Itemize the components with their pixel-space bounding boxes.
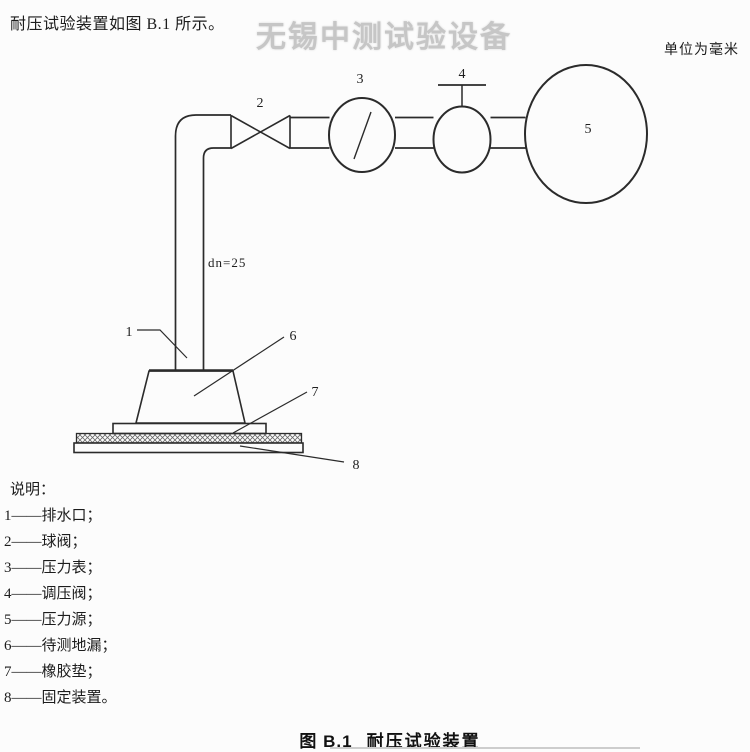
part-label-2: 2 (257, 96, 264, 111)
leader-line-7 (232, 391, 308, 434)
legend-item-4: 4——调压阀； (4, 586, 102, 602)
drain-flange (112, 422, 267, 435)
leader-lines (137, 329, 345, 463)
part-label-5: 5 (585, 122, 592, 137)
part-label-8: 8 (353, 458, 360, 473)
watermark-text: 无锡中测试验设备 (256, 21, 512, 54)
legend-item-3: 3——压力表； (4, 560, 102, 576)
legend-item-6: 6——待测地漏； (4, 638, 117, 654)
regulating-valve-icon (432, 84, 492, 174)
figure-number: 图 B.1 (299, 732, 353, 751)
legend-item-7: 7——橡胶垫； (4, 664, 102, 680)
legend-item-8: 8——固定装置。 (4, 690, 117, 706)
pipe-segment (395, 116, 434, 149)
floor-drain-body (134, 369, 247, 424)
rubber-pad (75, 432, 303, 444)
part-label-7: 7 (312, 385, 319, 400)
scan-artifact-line (330, 747, 640, 749)
legend: 说明： 1——排水口； 2——球阀； 3——压力表； 4——调压阀； 5——压力… (4, 477, 117, 711)
pipe-segment (290, 116, 330, 149)
pipe-size-label: dn=25 (208, 255, 246, 270)
legend-title: 说明： (10, 482, 56, 498)
pressure-source-icon (524, 64, 648, 204)
leader-line-1 (137, 329, 188, 359)
pressure-test-apparatus-diagram: 1 2 3 4 5 6 7 8 dn=25 (73, 64, 648, 473)
leader-line-8 (239, 445, 345, 463)
leader-line-6 (193, 336, 285, 397)
figure-title: 耐压试验装置 (366, 732, 481, 751)
legend-item-1: 1——排水口； (4, 508, 102, 524)
drain-pipe (174, 114, 231, 380)
figure-caption: 图 B.1 耐压试验装置 (0, 727, 750, 752)
legend-item-2: 2——球阀； (4, 534, 87, 550)
units-note: 单位为毫米 (664, 43, 739, 58)
part-label-1: 1 (126, 325, 133, 340)
part-label-4: 4 (459, 67, 466, 82)
fixing-plate (73, 442, 304, 454)
legend-item-5: 5——压力源； (4, 612, 102, 628)
pipe-segment (490, 116, 526, 149)
ball-valve-icon (230, 114, 291, 150)
part-label-6: 6 (290, 329, 297, 344)
part-label-3: 3 (357, 72, 364, 87)
pressure-gauge-icon (328, 97, 396, 173)
intro-text: 耐压试验装置如图 B.1 所示。 (10, 16, 225, 33)
